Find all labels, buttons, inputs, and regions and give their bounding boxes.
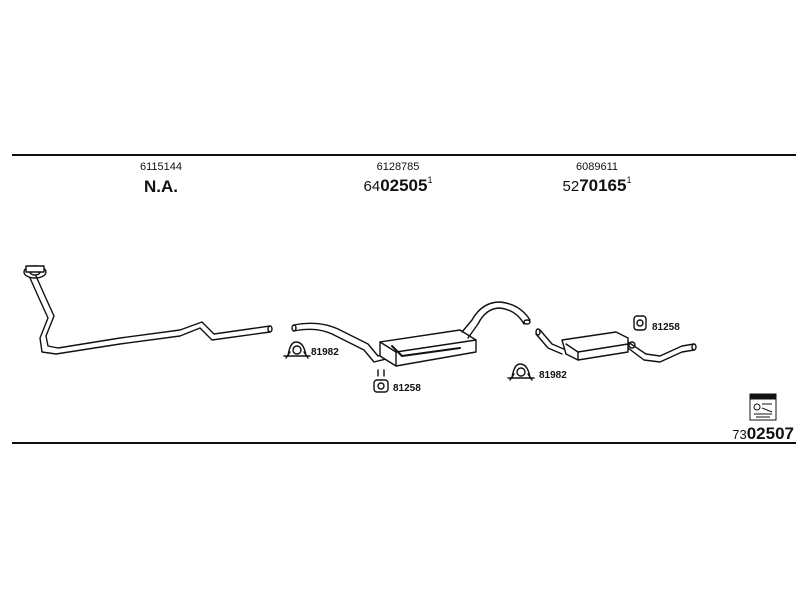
kit-code-prefix: 73: [732, 427, 747, 442]
not-available-label: N.A.: [144, 177, 178, 196]
bottom-rule: [12, 442, 796, 444]
code-prefix: 64: [363, 178, 381, 195]
clamp-right-icon: [507, 363, 535, 381]
oe-ref-middle-silencer: 6128785: [376, 161, 420, 173]
rubber-mount-right-icon: [633, 315, 647, 331]
footnote-marker: 1: [427, 175, 433, 185]
rubber-mount-right-part-number: 81258: [652, 322, 680, 333]
clamp-left-part-number: 81982: [311, 347, 339, 358]
exhaust-kit-icon: [749, 393, 777, 421]
rubber-mount-left-icon: [373, 369, 389, 393]
kit-code: 7302507: [732, 424, 794, 444]
middle-silencer: [291, 301, 531, 367]
oe-ref-front-pipe: 6115144: [139, 161, 183, 173]
top-rule: [12, 154, 796, 156]
front-pipe: [23, 265, 273, 355]
kit-code-main: 02507: [746, 424, 794, 443]
oe-ref-rear-silencer: 6089611: [575, 161, 619, 173]
part-code-rear-silencer: 52701651: [562, 175, 632, 196]
code-prefix: 52: [562, 178, 580, 195]
part-code-middle-silencer: 64025051: [363, 175, 433, 196]
footnote-marker: 1: [626, 175, 632, 185]
code-main: 70165: [579, 176, 627, 195]
clamp-right-part-number: 81982: [539, 370, 567, 381]
clamp-left-icon: [283, 341, 311, 359]
code-main: 02505: [380, 176, 428, 195]
rubber-mount-left-part-number: 81258: [393, 383, 421, 394]
rear-silencer: [535, 328, 697, 363]
